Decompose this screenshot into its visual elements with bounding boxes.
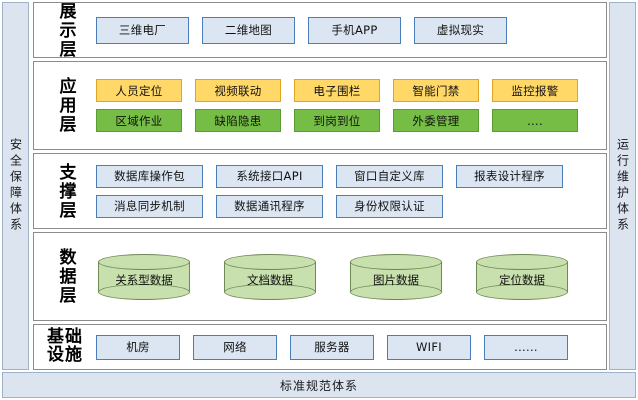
node-outsourcing-management[interactable]: 外委管理 bbox=[393, 109, 479, 132]
node-mobile-app[interactable]: 手机APP bbox=[308, 16, 401, 44]
node-defect-hazard[interactable]: 缺陷隐患 bbox=[195, 109, 281, 132]
row-infrastructure-1: 机房 网络 服务器 WIFI ...... bbox=[96, 334, 600, 360]
cylinder-label: 定位数据 bbox=[499, 272, 545, 287]
node-wifi[interactable]: WIFI bbox=[387, 334, 471, 360]
node-3d-plant[interactable]: 三维电厂 bbox=[96, 16, 189, 44]
node-personnel-positioning[interactable]: 人员定位 bbox=[96, 79, 182, 102]
node-window-custom-library[interactable]: 窗口自定义库 bbox=[336, 164, 443, 188]
layer-body-infrastructure: 机房 网络 服务器 WIFI ...... bbox=[96, 334, 606, 360]
right-band-label: 运行维护体系 bbox=[615, 138, 630, 234]
layer-stack: 展示层 三维电厂 二维地图 手机APP 虚拟现实 应用层 人员定位 视频联动 bbox=[33, 2, 607, 370]
cylinder-top bbox=[476, 253, 568, 270]
cylinder-label: 文档数据 bbox=[247, 272, 293, 287]
node-infrastructure-more[interactable]: ...... bbox=[484, 334, 568, 360]
node-machine-room[interactable]: 机房 bbox=[96, 334, 180, 360]
cylinder-top bbox=[350, 253, 442, 270]
cylinder-document-data[interactable]: 文档数据 bbox=[224, 253, 316, 300]
layer-data: 数据层 关系型数据 文档数据 bbox=[33, 232, 607, 321]
cylinder-bottom bbox=[98, 283, 190, 300]
node-electronic-fence[interactable]: 电子围栏 bbox=[294, 79, 380, 102]
layer-support: 支撑层 数据库操作包 系统接口API 窗口自定义库 报表设计程序 消息同步机制 … bbox=[33, 153, 607, 229]
node-post-attendance[interactable]: 到岗到位 bbox=[294, 109, 380, 132]
left-band-label: 安全保障体系 bbox=[8, 138, 23, 234]
layer-body-data: 关系型数据 文档数据 图片数据 bbox=[96, 253, 606, 300]
layer-application: 应用层 人员定位 视频联动 电子围栏 智能门禁 监控报警 区域作业 缺陷隐患 到… bbox=[33, 61, 607, 150]
node-video-linkage[interactable]: 视频联动 bbox=[195, 79, 281, 102]
node-smart-access-control[interactable]: 智能门禁 bbox=[393, 79, 479, 102]
node-monitoring-alarm[interactable]: 监控报警 bbox=[492, 79, 578, 102]
row-support-2: 消息同步机制 数据通讯程序 身份权限认证 bbox=[96, 194, 600, 218]
layer-body-support: 数据库操作包 系统接口API 窗口自定义库 报表设计程序 消息同步机制 数据通讯… bbox=[96, 164, 606, 218]
node-network[interactable]: 网络 bbox=[193, 334, 277, 360]
cylinder-top bbox=[224, 253, 316, 270]
right-band-ops-maintenance-system: 运行维护体系 bbox=[609, 2, 636, 370]
cylinder-positioning-data[interactable]: 定位数据 bbox=[476, 253, 568, 300]
node-application-more[interactable]: .... bbox=[492, 109, 578, 132]
node-identity-authorization[interactable]: 身份权限认证 bbox=[336, 194, 443, 218]
node-area-operations[interactable]: 区域作业 bbox=[96, 109, 182, 132]
cylinder-image-data[interactable]: 图片数据 bbox=[350, 253, 442, 300]
layer-body-presentation: 三维电厂 二维地图 手机APP 虚拟现实 bbox=[96, 16, 606, 44]
layer-label-infrastructure: 基础 设施 bbox=[34, 327, 96, 365]
layer-body-application: 人员定位 视频联动 电子围栏 智能门禁 监控报警 区域作业 缺陷隐患 到岗到位 … bbox=[96, 79, 606, 132]
layer-label-presentation: 展示层 bbox=[55, 1, 76, 59]
node-message-sync-mechanism[interactable]: 消息同步机制 bbox=[96, 194, 203, 218]
left-band-security-system: 安全保障体系 bbox=[2, 2, 29, 370]
node-server[interactable]: 服务器 bbox=[290, 334, 374, 360]
layer-presentation: 展示层 三维电厂 二维地图 手机APP 虚拟现实 bbox=[33, 1, 607, 59]
cylinder-label: 图片数据 bbox=[373, 272, 419, 287]
node-system-interface-api[interactable]: 系统接口API bbox=[216, 164, 323, 188]
layer-label-data: 数据层 bbox=[55, 248, 76, 305]
layer-label-infrastructure-lines: 基础 设施 bbox=[47, 327, 83, 365]
bottom-band-standards-system: 标准规范体系 bbox=[2, 372, 636, 398]
node-virtual-reality[interactable]: 虚拟现实 bbox=[414, 16, 507, 44]
layer-label-application: 应用层 bbox=[55, 77, 76, 134]
row-data-1: 关系型数据 文档数据 图片数据 bbox=[96, 253, 600, 300]
cylinder-bottom bbox=[224, 283, 316, 300]
node-report-design-program[interactable]: 报表设计程序 bbox=[456, 164, 563, 188]
row-presentation-1: 三维电厂 二维地图 手机APP 虚拟现实 bbox=[96, 16, 600, 44]
node-data-communication-program[interactable]: 数据通讯程序 bbox=[216, 194, 323, 218]
cylinder-bottom bbox=[476, 283, 568, 300]
layer-infrastructure: 基础 设施 机房 网络 服务器 WIFI ...... bbox=[33, 324, 607, 370]
cylinder-top bbox=[98, 253, 190, 270]
cylinder-relational-data[interactable]: 关系型数据 bbox=[98, 253, 190, 300]
row-application-1: 人员定位 视频联动 电子围栏 智能门禁 监控报警 bbox=[96, 79, 600, 102]
bottom-band-label: 标准规范体系 bbox=[279, 378, 358, 393]
cylinder-label: 关系型数据 bbox=[115, 272, 173, 287]
node-2d-map[interactable]: 二维地图 bbox=[202, 16, 295, 44]
row-support-1: 数据库操作包 系统接口API 窗口自定义库 报表设计程序 bbox=[96, 164, 600, 188]
row-application-2: 区域作业 缺陷隐患 到岗到位 外委管理 .... bbox=[96, 109, 600, 132]
cylinder-bottom bbox=[350, 283, 442, 300]
layer-label-support: 支撑层 bbox=[55, 162, 76, 220]
node-database-toolkit[interactable]: 数据库操作包 bbox=[96, 164, 203, 188]
